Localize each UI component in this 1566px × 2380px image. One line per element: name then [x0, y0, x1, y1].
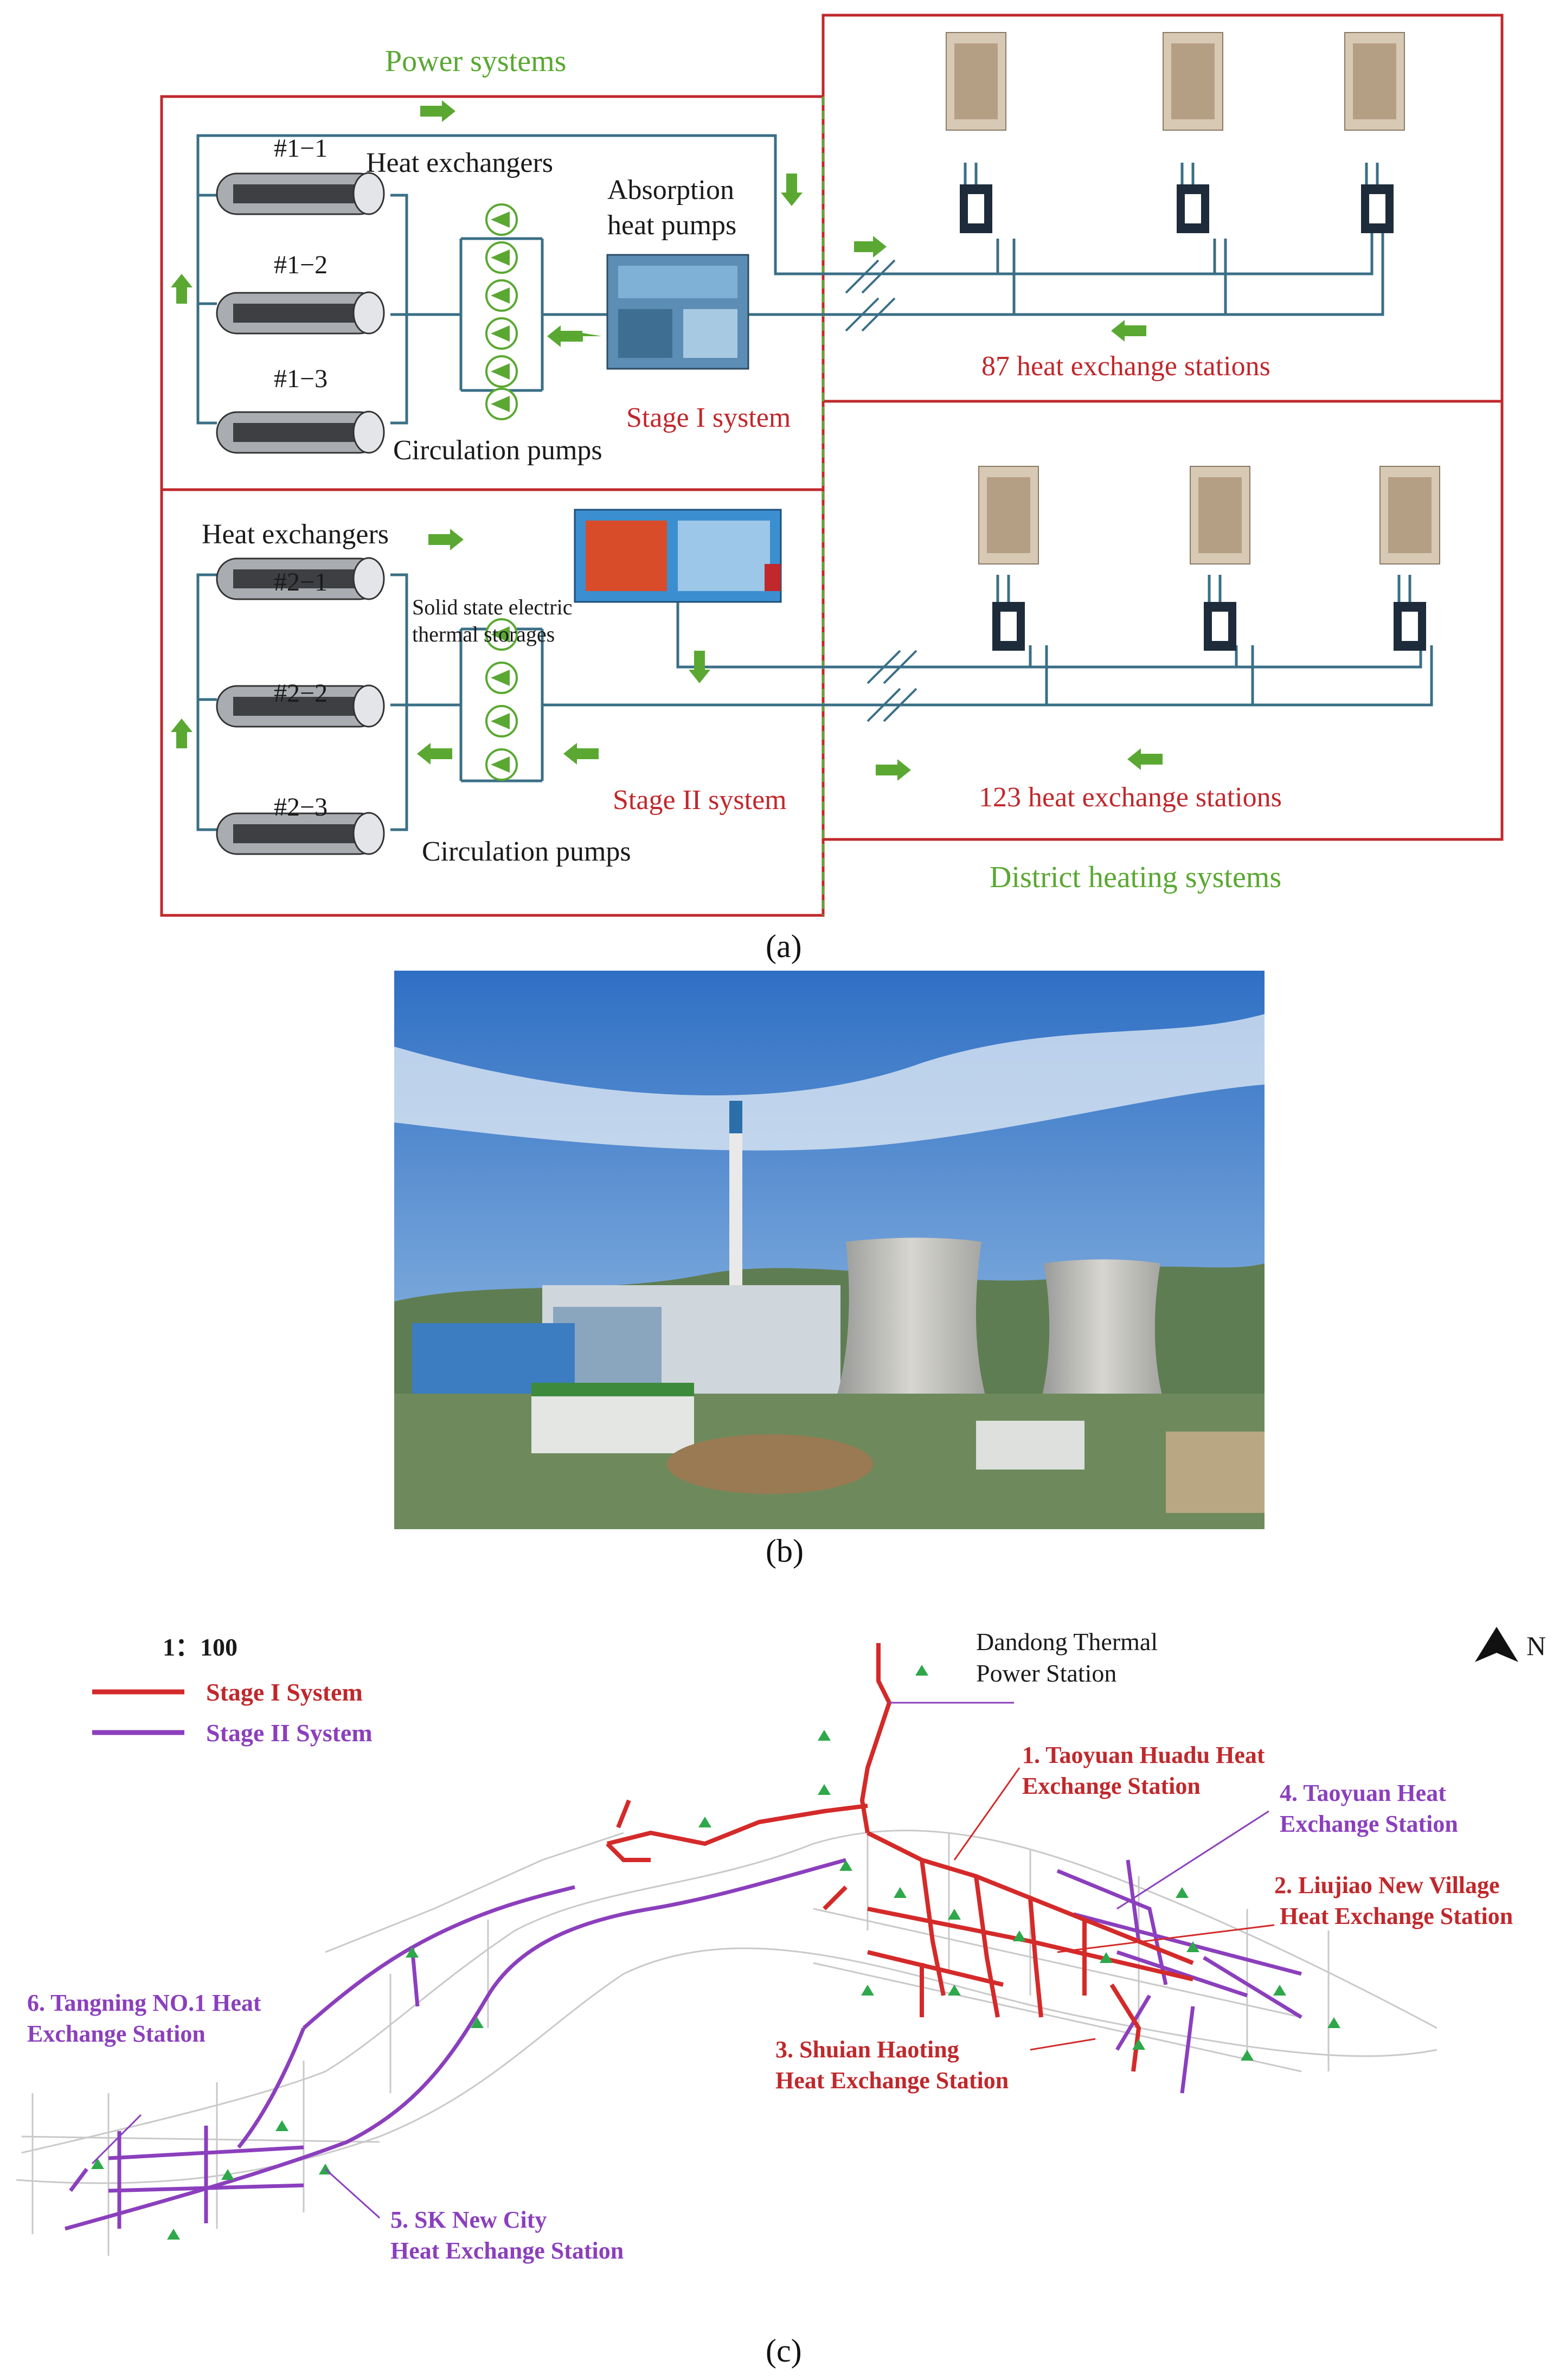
hx1-3-label: #1−3: [274, 364, 328, 393]
stage2-break-marks: [867, 650, 917, 722]
network-map: [16, 1627, 1518, 2256]
panel-a: Power systems #1−1 Heat exchangers Absor…: [0, 0, 1566, 976]
station2-label-2: Heat Exchange Station: [1280, 1903, 1513, 1929]
caption-c: (c): [766, 2333, 802, 2369]
power-systems-label: Power systems: [385, 44, 567, 78]
station2-label-1: 2. Liujiao New Village: [1274, 1872, 1500, 1898]
absorption-label-1: Absorption: [607, 175, 734, 206]
arrow-left-icon: [417, 743, 452, 765]
station1-label-1: 1. Taoyuan Huadu Heat: [1022, 1742, 1265, 1768]
legend-stage2-label: Stage II System: [206, 1719, 373, 1747]
heat-exchanger-icon: [216, 410, 385, 454]
hx1-2-label: #1−2: [274, 251, 328, 279]
hx-stage1: [216, 172, 385, 454]
pump-triangles-stage1: [491, 211, 510, 412]
stage2-system-label: Stage II system: [613, 785, 787, 816]
building-icon: [1344, 32, 1405, 131]
panel-b: (b): [0, 971, 1566, 1578]
building-icon: [978, 466, 1039, 564]
station-markers: [91, 1665, 1340, 2240]
north-arrow-icon: [1475, 1627, 1518, 1662]
stage2-pipes: [196, 573, 1433, 831]
building-icon: [1190, 466, 1250, 564]
arrow-down-icon: [689, 651, 710, 683]
arrow-up-icon: [171, 719, 192, 748]
station3-label-1: 3. Shuian Haoting: [775, 2036, 959, 2063]
north-label: N: [1526, 1631, 1546, 1661]
circulation-pumps-label-1: Circulation pumps: [393, 435, 602, 466]
heat-exchangers-label-2: Heat exchangers: [202, 519, 389, 550]
absorption-label-2: heat pumps: [607, 210, 737, 241]
road-grid: [16, 1822, 1437, 2256]
arrow-right-icon: [428, 529, 464, 550]
storage-label-1: Solid state electric: [412, 595, 573, 619]
pumps-stage1: [485, 203, 518, 420]
buildings-stage1: [946, 32, 1405, 131]
stage2-network: [65, 1858, 1302, 2231]
station5-label-1: 5. SK New City: [390, 2206, 547, 2233]
hx-stage2: [216, 557, 385, 855]
arrow-left-icon: [563, 743, 599, 765]
hx2-1-label: #2−1: [274, 568, 328, 596]
station4-label-2: Exchange Station: [1280, 1811, 1458, 1837]
building-icon: [946, 32, 1006, 131]
station5-label-2: Heat Exchange Station: [390, 2237, 624, 2264]
building-icon: [1379, 466, 1440, 564]
station6-label-1: 6. Tangning NO.1 Heat: [27, 1990, 261, 2016]
circulation-pumps-label-2: Circulation pumps: [422, 836, 631, 867]
legend-stage1-label: Stage I System: [206, 1678, 363, 1706]
callout-lines: [91, 1702, 1275, 2219]
power-plant-photo: [394, 971, 1265, 1529]
district-heating-systems-label: District heating systems: [990, 861, 1282, 894]
heat-exchanger-icon: [216, 291, 385, 335]
stage2-stations-label: 123 heat exchange stations: [979, 782, 1282, 813]
scale-label: 1：100: [163, 1633, 238, 1661]
panel-a-diagram: [160, 14, 1504, 917]
arrow-left-icon: [1127, 748, 1163, 770]
stage1-system-label: Stage I system: [626, 402, 791, 433]
stage1-break-marks: [845, 259, 896, 332]
buildings-stage2: [978, 466, 1440, 564]
stage1-stations-label: 87 heat exchange stations: [981, 351, 1270, 382]
dandong-label-2: Power Station: [976, 1659, 1117, 1687]
arrow-left-icon: [547, 325, 582, 347]
station6-label-2: Exchange Station: [27, 2020, 206, 2047]
arrow-right-icon: [420, 100, 455, 122]
arrow-up-icon: [171, 274, 192, 304]
arrow-down-icon: [781, 174, 803, 206]
panel-c: 1：100 Stage I System Stage II System N D…: [0, 1605, 1566, 2380]
substations-stage1: [960, 184, 1394, 233]
storage-label-2: thermal storages: [412, 622, 555, 646]
pump-triangles-stage2: [491, 626, 510, 773]
caption-b: (b): [766, 1533, 804, 1569]
heat-exchangers-label-1: Heat exchangers: [366, 147, 554, 178]
thermal-storage-icon: [574, 509, 782, 603]
arrow-right-icon: [876, 759, 911, 781]
stage1-network: [606, 1643, 1194, 2072]
hx2-2-label: #2−2: [274, 679, 328, 708]
heat-exchanger-icon: [216, 557, 385, 600]
hx2-3-label: #2−3: [274, 793, 328, 822]
caption-a: (a): [766, 928, 802, 964]
heat-exchanger-icon: [216, 684, 385, 728]
arrow-right-icon: [854, 236, 887, 258]
substations-stage2: [992, 602, 1426, 651]
stage1-pipes: [196, 134, 1384, 425]
heat-exchanger-icon: [216, 172, 385, 215]
station4-label-1: 4. Taoyuan Heat: [1280, 1780, 1446, 1806]
station1-label-2: Exchange Station: [1022, 1773, 1201, 1799]
flow-arrows: [171, 100, 1163, 781]
dandong-label-1: Dandong Thermal: [976, 1628, 1158, 1656]
station3-label-2: Heat Exchange Station: [775, 2067, 1009, 2094]
heat-exchanger-icon: [216, 812, 385, 855]
absorption-heat-pump-icon: [606, 254, 749, 370]
arrow-left-icon: [1111, 320, 1146, 342]
building-icon: [1163, 32, 1223, 131]
hx1-1-label: #1−1: [274, 134, 328, 163]
